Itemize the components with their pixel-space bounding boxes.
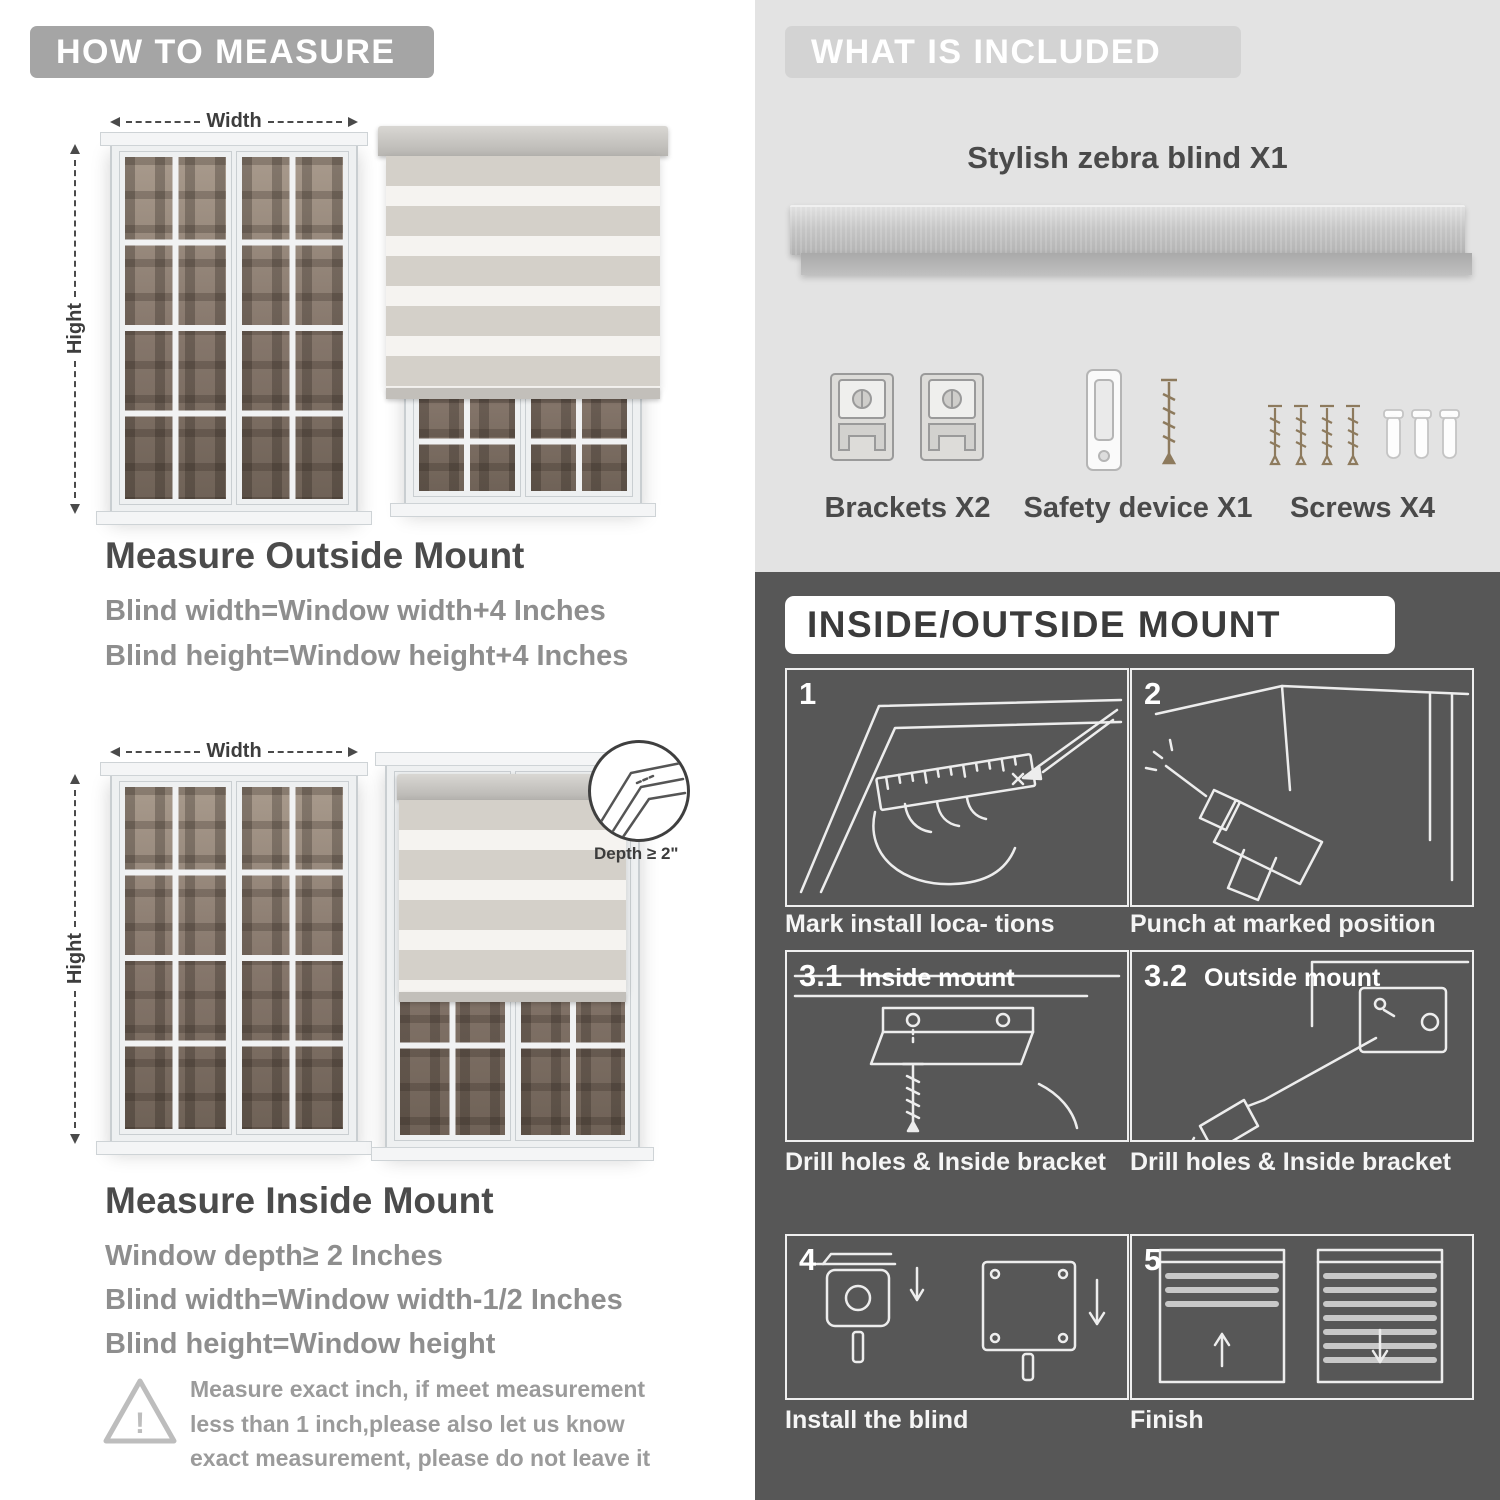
step-caption-1: Mark install loca- tions <box>785 910 1055 938</box>
arrowhead-down-icon <box>70 1134 80 1144</box>
blind-bottom-rail <box>399 992 626 1002</box>
what-is-included-badge: WHAT IS INCLUDED <box>785 26 1241 78</box>
mark-locations-illustration <box>799 698 1123 894</box>
step-caption-2: Punch at marked position <box>1130 910 1436 938</box>
dashed-line <box>267 750 343 753</box>
dashed-line <box>267 120 343 123</box>
inside-mount-line: Blind height=Window height <box>105 1328 496 1360</box>
step-caption-3-2: Drill holes & Inside bracket <box>1130 1148 1451 1176</box>
height-arrow: Hight <box>62 144 88 514</box>
arrowhead-left-icon <box>110 746 120 757</box>
dashed-line <box>74 360 76 498</box>
safety-device-label: Safety device X1 <box>1023 492 1253 524</box>
blind-headrail-image <box>790 205 1465 255</box>
step-number: 1 <box>799 676 817 711</box>
zebra-blind-fabric <box>386 156 660 388</box>
inside-window-figure: Width Hight <box>60 738 372 1158</box>
arrowhead-right-icon <box>348 116 359 127</box>
width-label: Width <box>206 740 262 762</box>
height-arrow: Hight <box>62 774 88 1144</box>
included-item-brackets: Brackets X2 <box>795 338 1020 525</box>
window-sash <box>119 151 232 505</box>
window-corner-detail-icon <box>597 761 687 839</box>
brackets-icon <box>829 373 984 461</box>
drill-illustration <box>1144 684 1470 902</box>
step-label: Outside mount <box>1204 964 1381 992</box>
outside-mount-title: Measure Outside Mount <box>105 535 525 576</box>
step-panel-2: 2 <box>1130 668 1474 907</box>
dashed-line <box>74 790 76 928</box>
arrowhead-up-icon <box>70 774 80 784</box>
step-number: 4 <box>799 1242 817 1277</box>
inside-mount-line: Window depth≥ 2 Inches <box>105 1240 443 1272</box>
width-arrow: Width <box>110 740 359 763</box>
inside-mount-line: Blind width=Window width-1/2 Inches <box>105 1284 623 1316</box>
zebra-blind-fabric <box>399 800 626 992</box>
inside-bracket-illustration <box>793 974 1121 1133</box>
step-caption-4: Install the blind <box>785 1406 969 1434</box>
arrowhead-up-icon <box>70 144 80 154</box>
step-number: 5 <box>1144 1242 1162 1277</box>
window-illustration <box>96 132 372 525</box>
step-panel-4: 4 <box>785 1234 1129 1400</box>
step-label: Inside mount <box>859 964 1015 992</box>
step-caption-3-1: Drill holes & Inside bracket <box>785 1148 1106 1176</box>
outside-blind-figure <box>378 126 668 517</box>
outside-mount-line: Blind width=Window width+4 Inches <box>105 595 606 627</box>
window-illustration <box>96 762 372 1155</box>
arrowhead-down-icon <box>70 504 80 514</box>
screws-label: Screws X4 <box>1289 492 1436 524</box>
how-to-measure-badge: HOW TO MEASURE <box>30 26 434 78</box>
outside-mount-line: Blind height=Window height+4 Inches <box>105 640 629 672</box>
step-panel-3-2: 3.2 Outside mount <box>1130 950 1474 1142</box>
product-label: Stylish zebra blind X1 <box>967 140 1288 175</box>
blind-bottom-rail <box>386 388 660 399</box>
width-label: Width <box>206 110 262 132</box>
dashed-line <box>74 160 76 298</box>
window-sash <box>119 781 232 1135</box>
step-caption-5: Finish <box>1130 1406 1204 1434</box>
included-item-screws: Screws X4 <box>1250 338 1475 525</box>
step-number: 2 <box>1144 676 1162 711</box>
arrowhead-right-icon <box>348 746 359 757</box>
step-panel-1: 1 <box>785 668 1129 907</box>
arrowhead-left-icon <box>110 116 120 127</box>
blind-headrail-lip <box>801 253 1472 275</box>
mount-title-badge: INSIDE/OUTSIDE MOUNT <box>785 596 1395 654</box>
svg-text:!: ! <box>135 1407 145 1440</box>
outside-bracket-illustration <box>1191 960 1470 1140</box>
install-blind-illustration <box>815 1252 1106 1382</box>
finish-illustration <box>1158 1248 1444 1384</box>
outside-window-figure: Width Hight <box>60 108 372 528</box>
warning-triangle-icon: ! <box>103 1378 177 1444</box>
height-label: Hight <box>63 303 86 355</box>
step-panel-5: 5 <box>1130 1234 1474 1400</box>
safety-device-icon <box>1086 369 1177 471</box>
window-sash <box>236 151 349 505</box>
step-number: 3.2 <box>1144 958 1188 993</box>
step-panel-3-1: 3.1 Inside mount <box>785 950 1129 1142</box>
inside-mount-title: Measure Inside Mount <box>105 1180 494 1221</box>
measure-note: Measure exact inch, if meet measurement … <box>190 1376 651 1471</box>
depth-label: Depth ≥ 2" <box>594 844 679 863</box>
dashed-line <box>126 120 201 123</box>
width-arrow: Width <box>110 110 359 133</box>
window-sash <box>236 781 349 1135</box>
blind-cassette <box>378 126 668 156</box>
what-is-included-section: WHAT IS INCLUDED Stylish zebra blind X1 <box>755 0 1500 572</box>
brackets-label: Brackets X2 <box>824 492 991 524</box>
inside-blind-figure <box>371 752 654 1161</box>
height-label: Hight <box>63 933 86 985</box>
step-number: 3.1 <box>799 958 843 993</box>
depth-detail-circle <box>588 740 690 842</box>
dashed-line <box>74 990 76 1128</box>
included-item-safety-device: Safety device X1 <box>1023 338 1253 525</box>
dashed-line <box>126 750 201 753</box>
mount-instructions-section: INSIDE/OUTSIDE MOUNT 1 <box>755 572 1500 1500</box>
screws-icon <box>1267 404 1460 466</box>
